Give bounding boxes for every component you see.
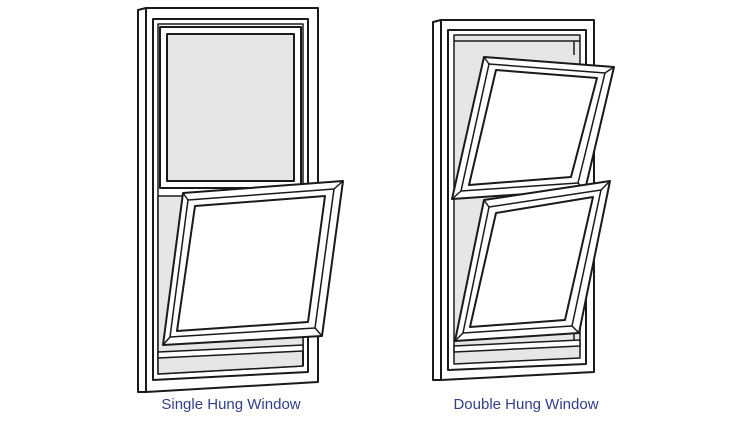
double-header-strips bbox=[454, 40, 580, 55]
single-tilted-lower-sash bbox=[162, 180, 344, 346]
single-hung-window bbox=[137, 7, 344, 393]
double-hung-caption: Double Hung Window bbox=[453, 396, 599, 413]
double-hung-window bbox=[432, 19, 615, 381]
single-fixed-upper-sash bbox=[159, 26, 302, 189]
single-hung-caption: Single Hung Window bbox=[161, 396, 301, 413]
single-sill bbox=[157, 344, 304, 366]
double-tilted-upper-sash bbox=[451, 56, 615, 200]
double-tilted-lower-sash bbox=[454, 180, 611, 342]
